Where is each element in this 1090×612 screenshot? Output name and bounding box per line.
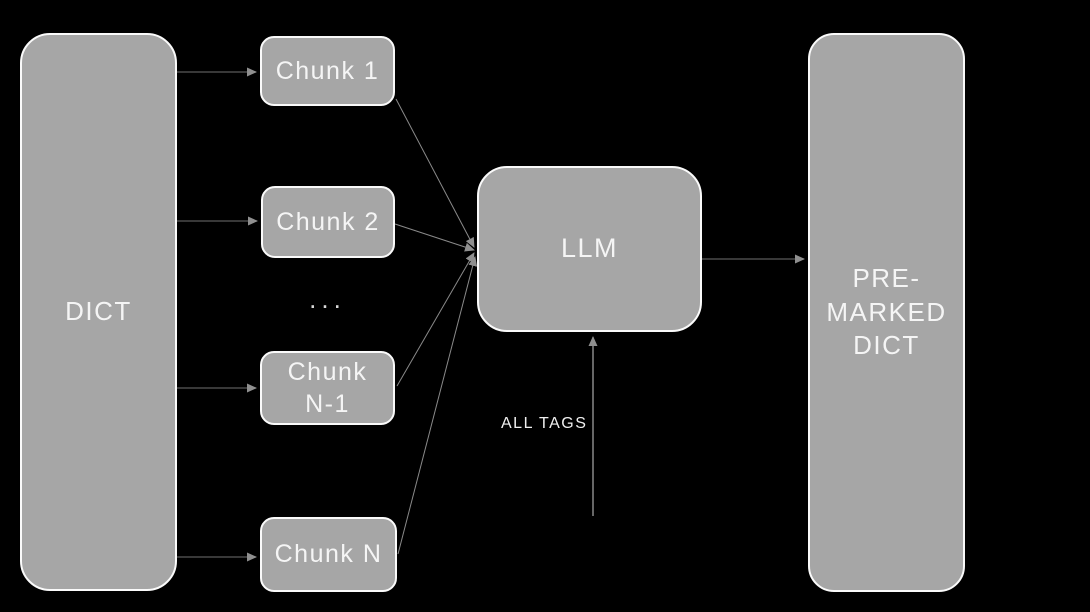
dict-node: DICT bbox=[20, 33, 177, 591]
chunk-n-minus-1-node-label: Chunk N-1 bbox=[287, 357, 368, 419]
pre-marked-dict-node-label: PRE- MARKED DICT bbox=[826, 262, 947, 361]
chunk-2-node: Chunk 2 bbox=[261, 186, 395, 258]
edge-chunk-1-to-llm bbox=[395, 98, 475, 248]
chunk-1-node: Chunk 1 bbox=[260, 36, 395, 106]
llm-node-label: LLM bbox=[560, 233, 619, 264]
pre-marked-dict-node: PRE- MARKED DICT bbox=[808, 33, 965, 592]
chunk-n-node: Chunk N bbox=[260, 517, 397, 592]
chunk-n-minus-1-node: Chunk N-1 bbox=[260, 351, 395, 425]
edge-chunk-n-minus-1-to-llm bbox=[396, 252, 475, 387]
edge-chunk-n-to-llm bbox=[397, 256, 478, 555]
edge-chunk-2-to-llm bbox=[394, 223, 475, 252]
chunk-n-node-label: Chunk N bbox=[274, 540, 383, 569]
chunks-ellipsis: ... bbox=[309, 284, 346, 314]
chunk-2-node-label: Chunk 2 bbox=[276, 207, 380, 236]
dict-node-label: DICT bbox=[65, 296, 132, 327]
llm-node: LLM bbox=[477, 166, 702, 332]
chunk-1-node-label: Chunk 1 bbox=[275, 56, 380, 85]
all-tags-label: ALL TAGS bbox=[501, 415, 588, 432]
